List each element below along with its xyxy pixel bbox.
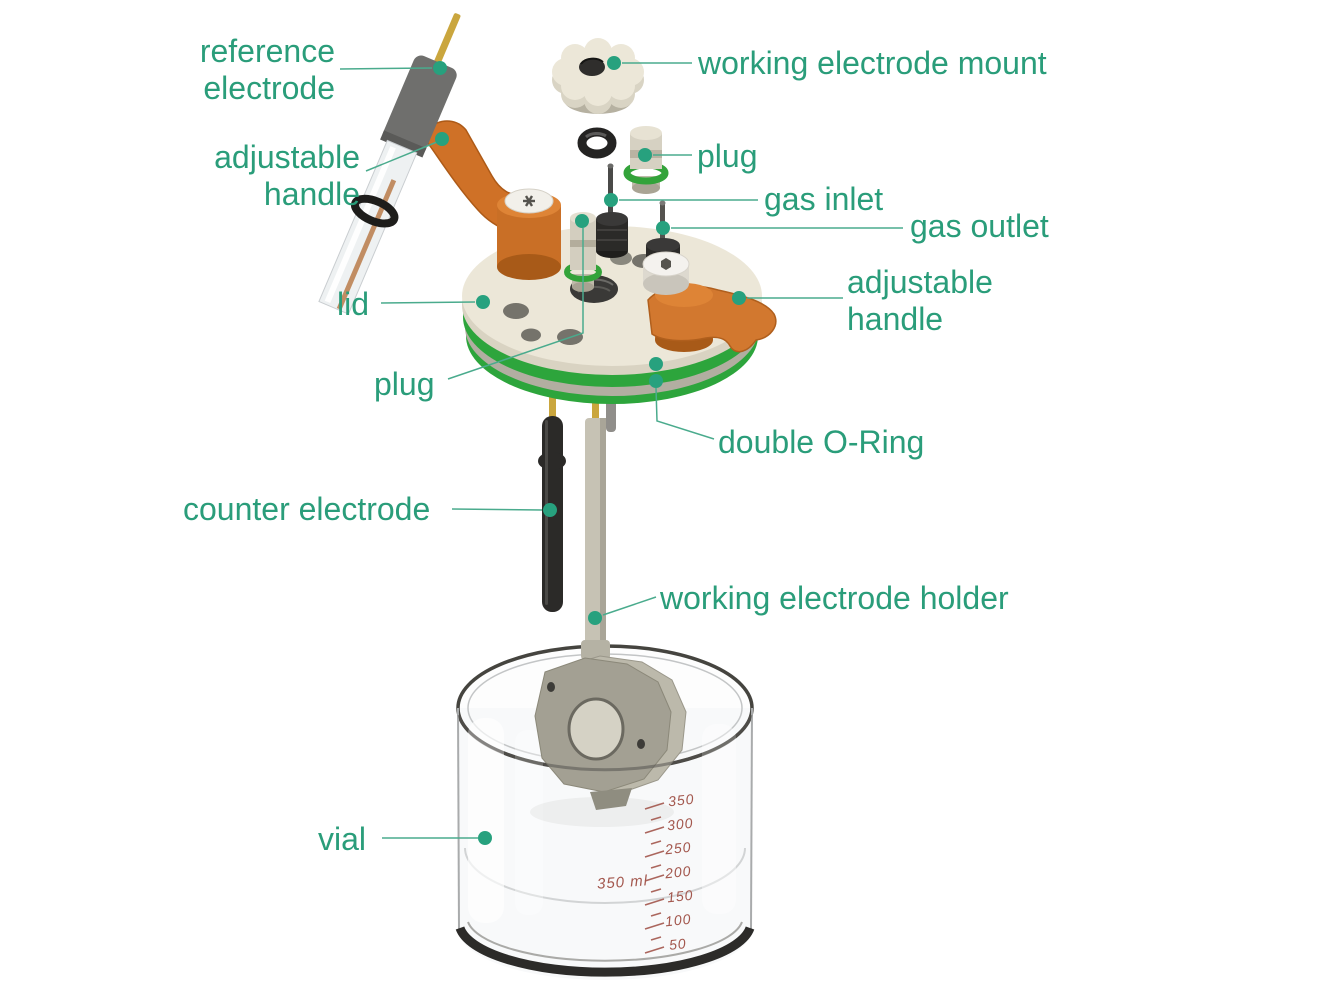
- gas-inlet-graphic: [596, 163, 628, 258]
- adjustable-handle-left-graphic: [424, 120, 561, 280]
- working-electrode-holder-rod-graphic: [581, 394, 610, 660]
- label-lid: lid: [337, 286, 370, 322]
- label-double-o-ring: double O-Ring: [718, 424, 925, 460]
- label-vial: vial: [318, 821, 367, 857]
- label-working-electrode-holder: working electrode holder: [660, 580, 1009, 616]
- label-gas-outlet: gas outlet: [910, 208, 1049, 244]
- vial-scale-350: 350: [667, 790, 696, 810]
- label-plug-left: plug: [374, 366, 435, 402]
- callout-dots: [433, 56, 746, 845]
- vial-capacity-label: 350 ml: [596, 872, 649, 893]
- label-working-electrode-mount: working electrode mount: [698, 45, 1047, 81]
- label-reference-electrode: reference electrode: [199, 33, 335, 106]
- vial-front-rim: [457, 714, 753, 772]
- label-adjustable-handle-left: adjustable handle: [214, 139, 360, 212]
- working-electrode-mount-graphic: [552, 38, 644, 114]
- label-plug-right: plug: [697, 138, 758, 174]
- working-electrode-holder-clamp-graphic: [530, 655, 687, 827]
- vial-scale-200: 200: [664, 862, 693, 882]
- vial-base: [455, 921, 755, 977]
- vial-scale-250: 250: [664, 838, 693, 858]
- reference-electrode-graphic: [318, 13, 461, 315]
- vial-scale-300: 300: [666, 814, 695, 834]
- vial-scale-50: 50: [668, 935, 688, 953]
- vial-scale-ticks: [644, 802, 665, 954]
- o-ring-graphic: [577, 127, 617, 159]
- label-adjustable-handle-right: adjustable handle: [847, 264, 993, 337]
- callout-lines: [339, 62, 903, 839]
- label-counter-electrode: counter electrode: [183, 491, 431, 527]
- vial-scale-100: 100: [664, 910, 693, 930]
- label-gas-inlet: gas inlet: [764, 181, 884, 217]
- vial-scale-150: 150: [666, 886, 695, 906]
